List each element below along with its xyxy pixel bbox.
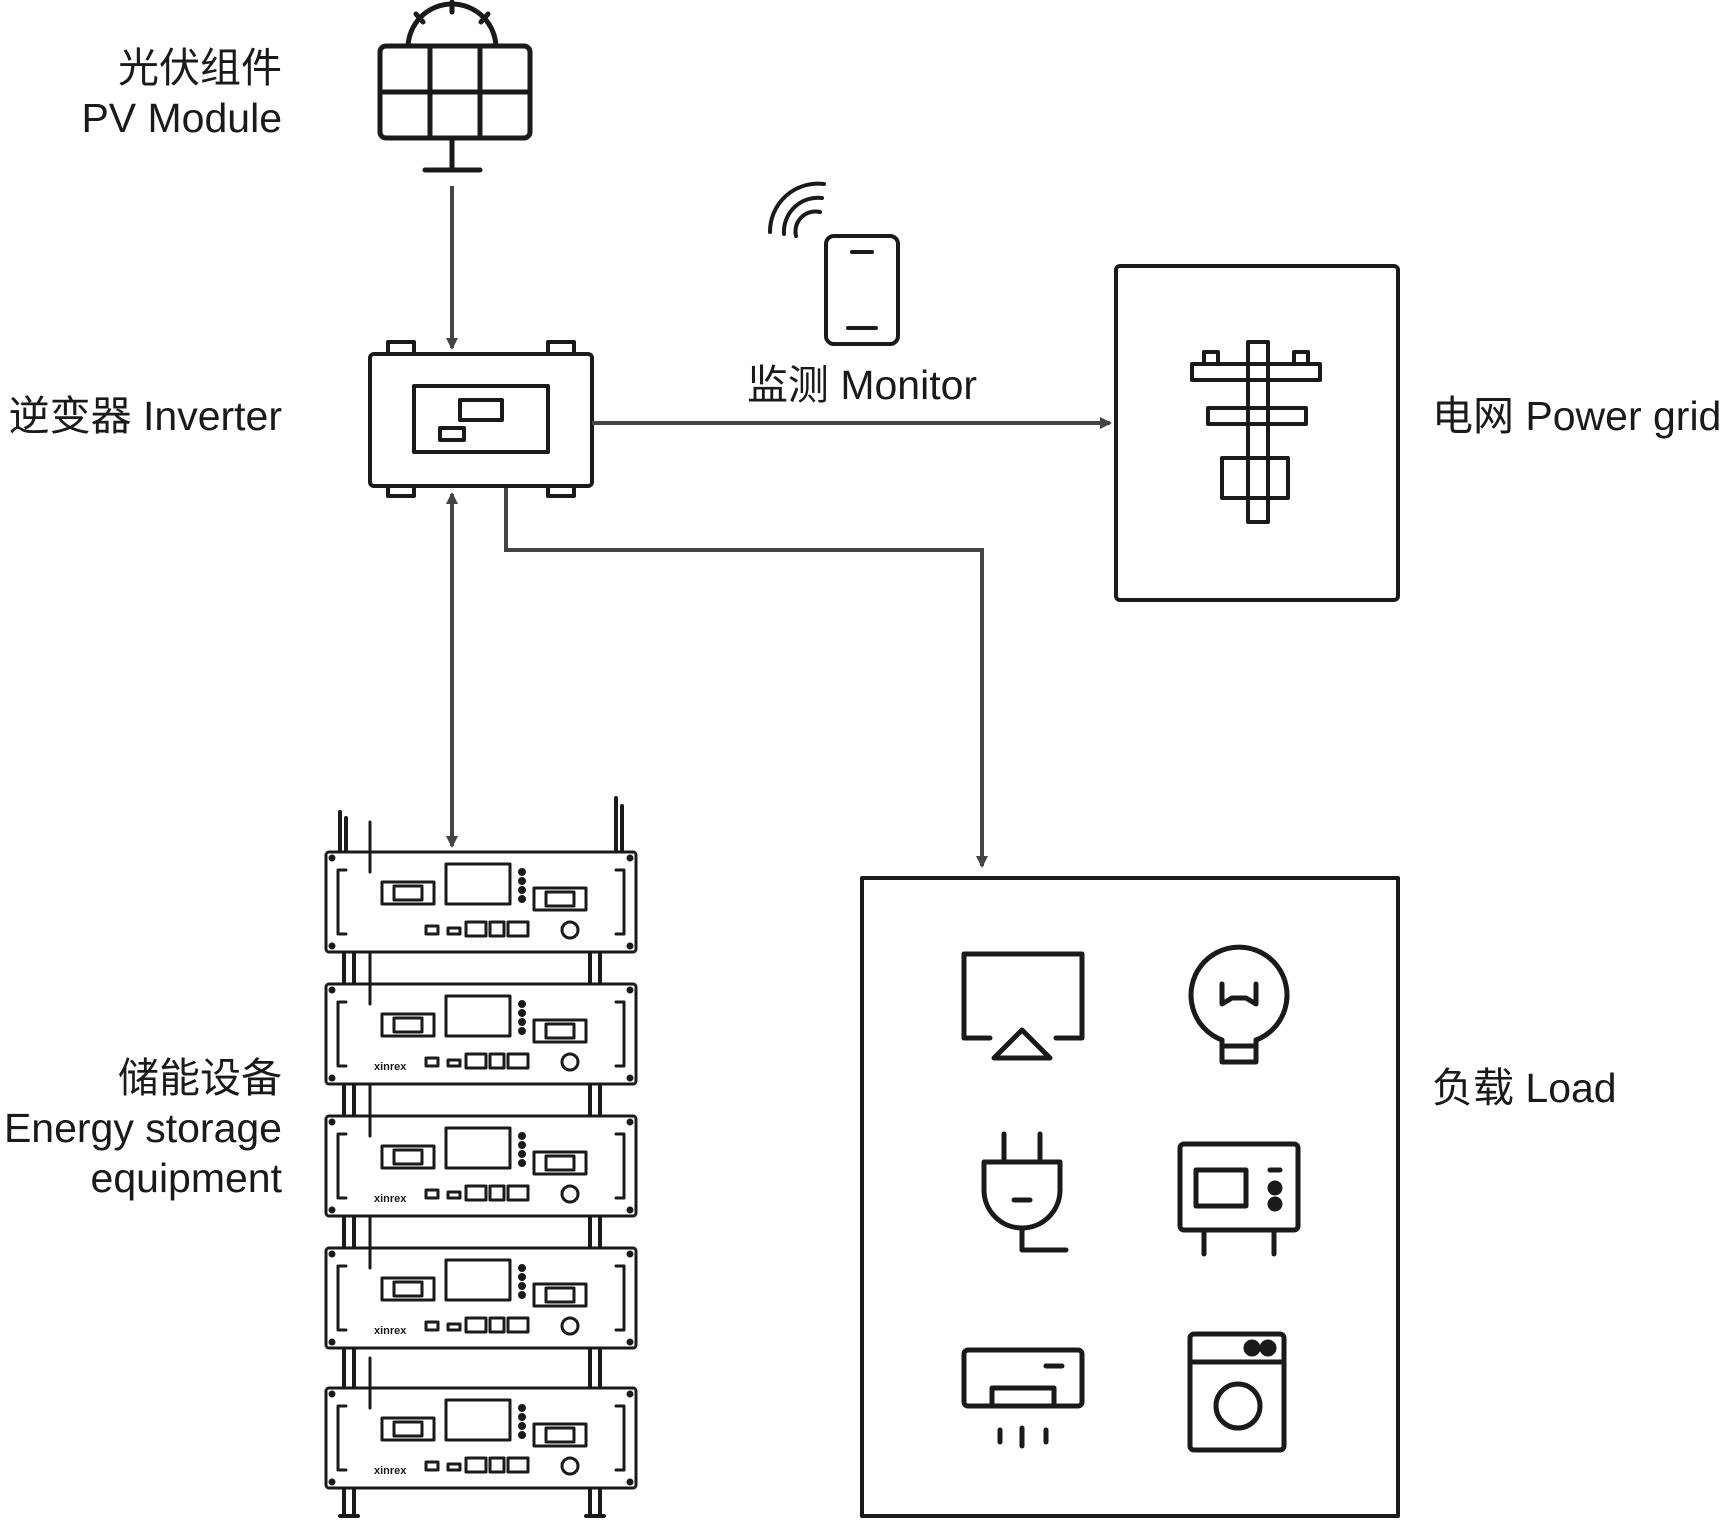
- plug-icon: [981, 1131, 1069, 1253]
- power-grid-label: 电网 Power grid: [1432, 393, 1721, 439]
- battery-module: xinrex: [324, 952, 638, 1086]
- smartphone-wifi-icon: [767, 181, 900, 346]
- energy-storage-label-en-line1: Energy storage: [4, 1105, 282, 1151]
- inverter-icon: [368, 340, 594, 498]
- power-pole-icon: [1114, 264, 1400, 602]
- pv-module-label: 光伏组件 PV Module: [81, 45, 282, 141]
- microwave-icon: [1177, 1141, 1301, 1257]
- battery-module: xinrex: [324, 1084, 638, 1218]
- load-box: [860, 876, 1400, 1518]
- connectors: [446, 186, 1112, 868]
- washing-machine-icon: [1187, 1331, 1287, 1453]
- light-bulb-icon: [1188, 944, 1290, 1065]
- pv-module-label-en: PV Module: [81, 95, 282, 141]
- energy-storage-label: 储能设备 Energy storage equipment: [4, 1055, 283, 1201]
- energy-storage-label-en-line2: equipment: [91, 1155, 283, 1201]
- battery-brand-label: xinrex: [374, 1061, 407, 1073]
- battery-brand-label: xinrex: [374, 1193, 407, 1205]
- energy-storage-label-cn: 储能设备: [118, 1055, 282, 1101]
- battery-module: xinrex: [324, 1356, 638, 1490]
- battery-module: [324, 820, 638, 954]
- battery-brand-label: xinrex: [374, 1465, 407, 1477]
- battery-module: xinrex: [324, 1216, 638, 1350]
- battery-brand-label: xinrex: [374, 1325, 407, 1337]
- monitor-label: 监测 Monitor: [747, 362, 977, 408]
- load-label: 负载 Load: [1432, 1065, 1617, 1111]
- inverter-label: 逆变器 Inverter: [9, 393, 282, 439]
- battery-rack-icon: xinrex xinrex xinrex xinrex: [324, 796, 638, 1518]
- pv-module-label-cn: 光伏组件: [118, 45, 282, 91]
- tv-icon: [961, 951, 1085, 1061]
- inverter-to-load-arrow: [504, 488, 988, 868]
- solar-panel-icon: [377, 0, 533, 173]
- air-conditioner-icon: [961, 1347, 1085, 1449]
